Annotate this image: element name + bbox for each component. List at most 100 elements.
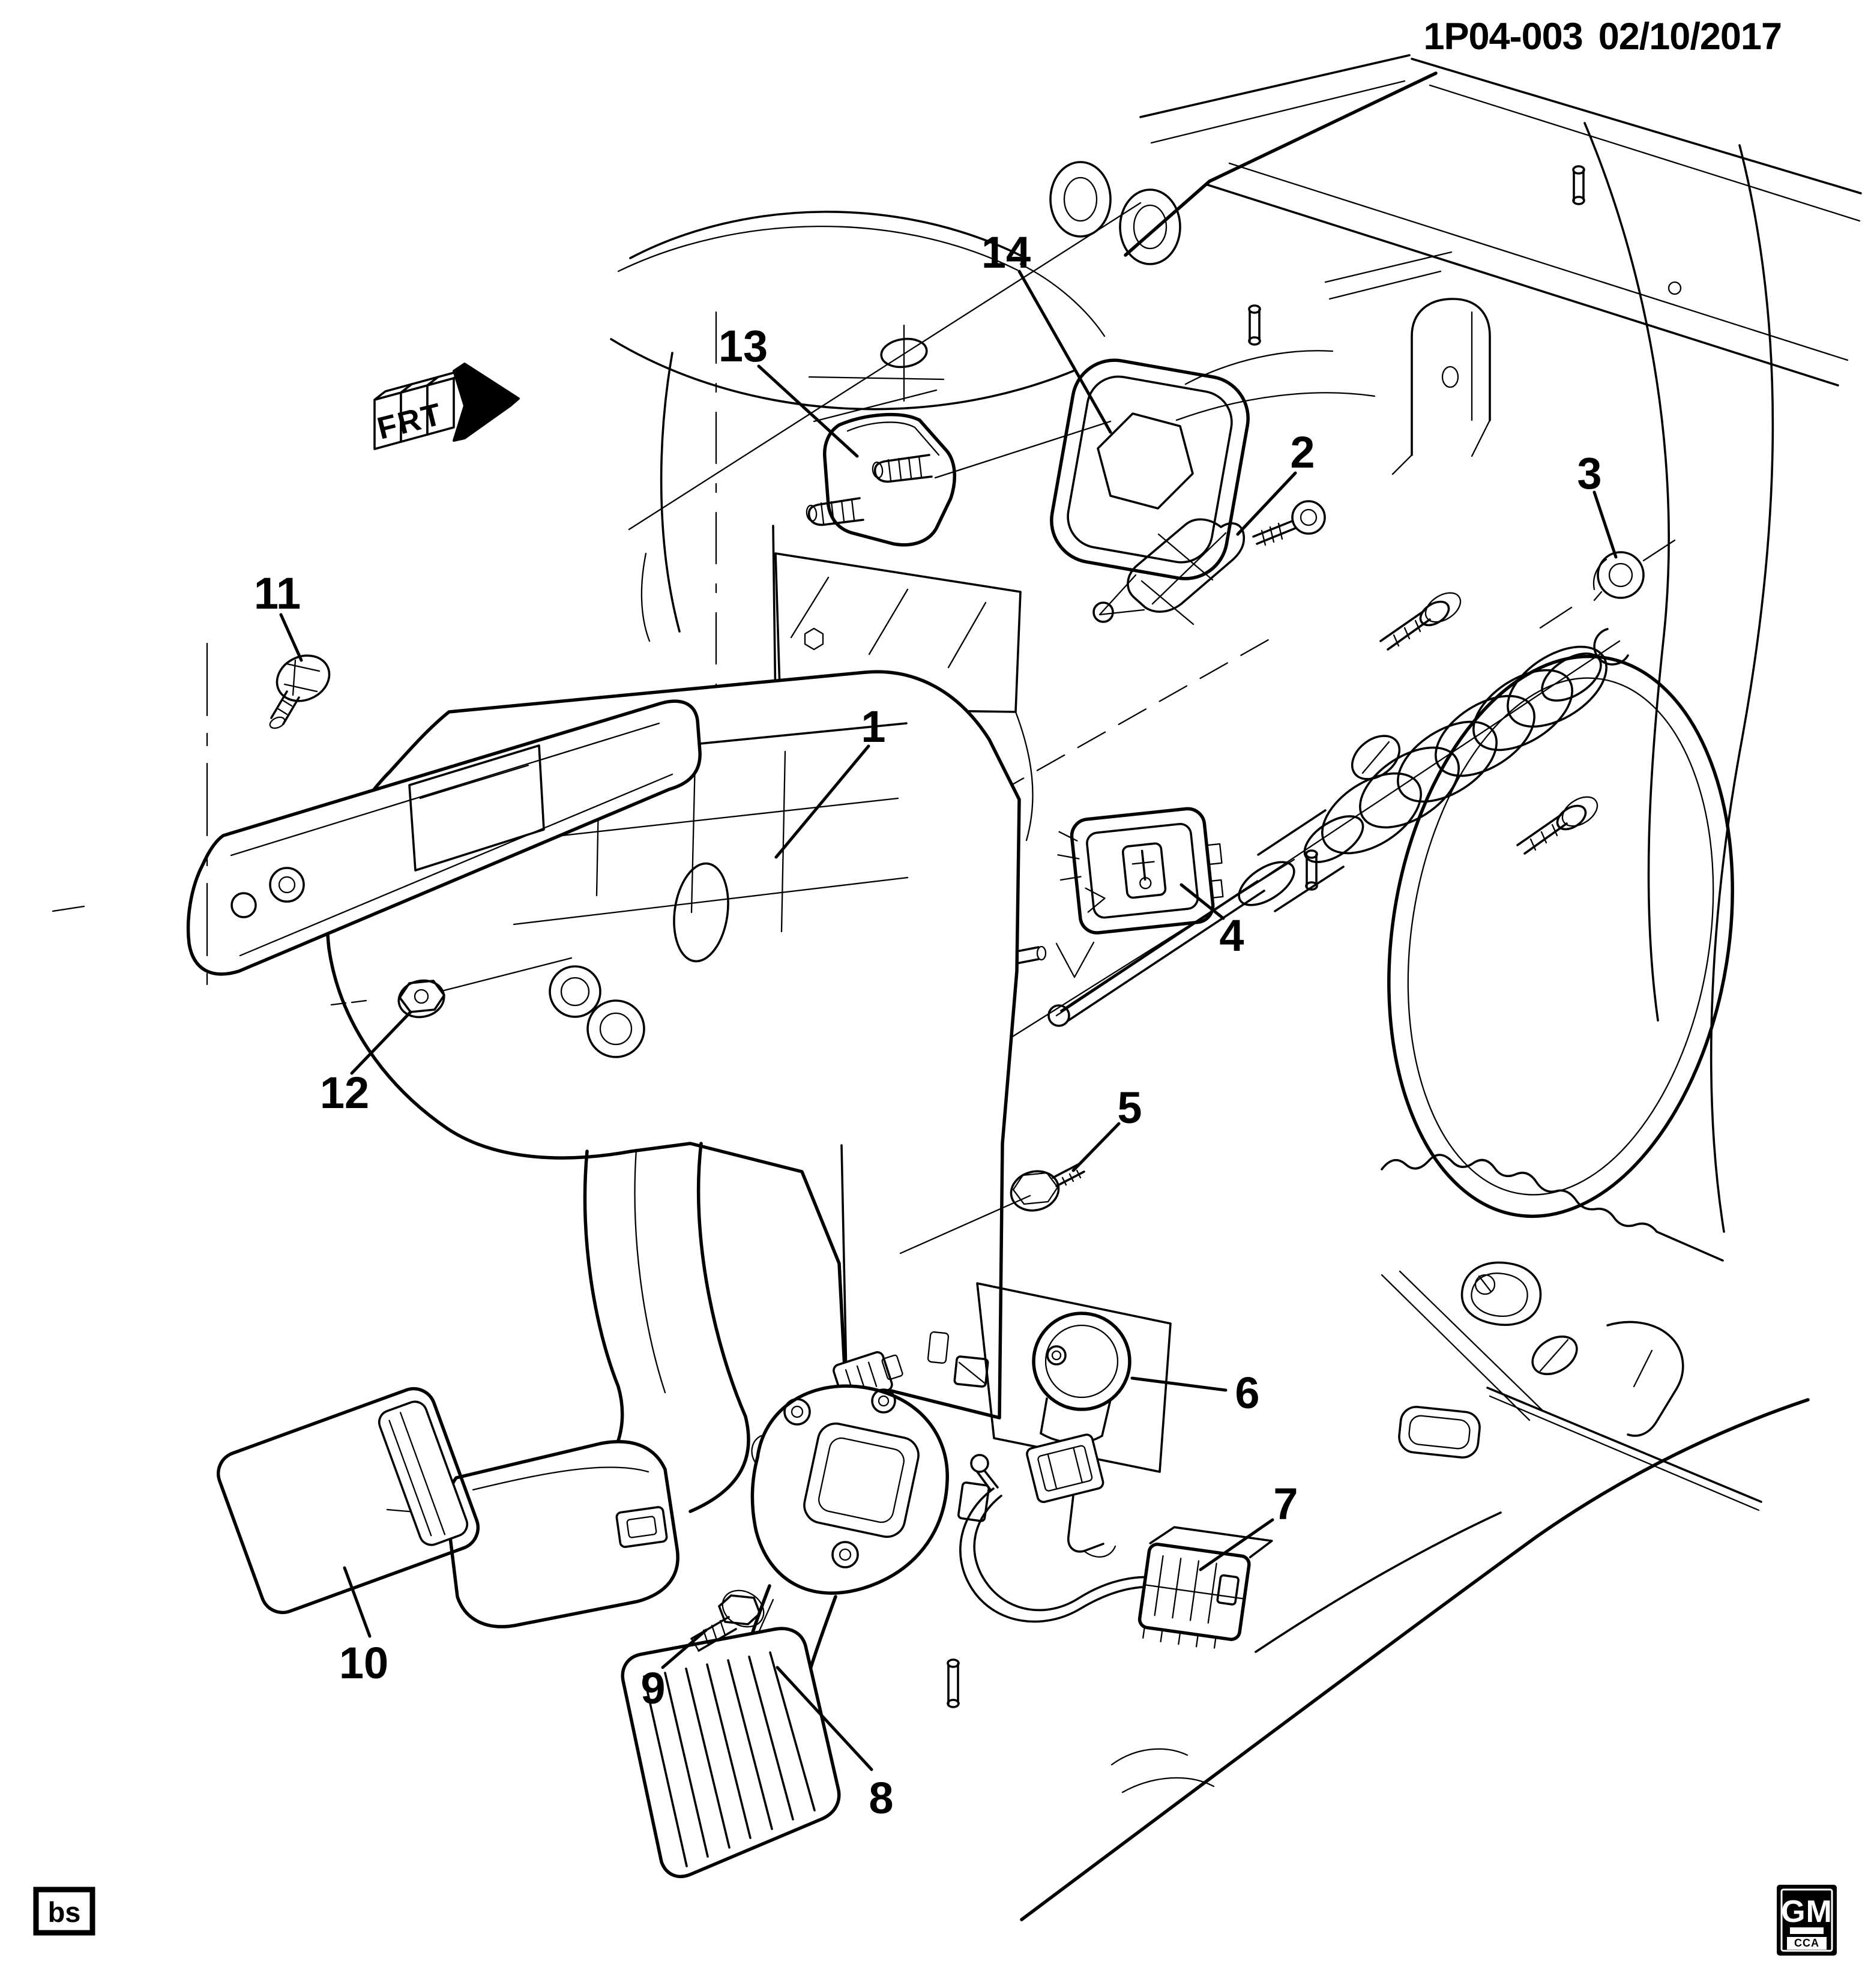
- callout-leader-9: [661, 1628, 708, 1669]
- part-12-nut: [330, 957, 573, 1019]
- part-2-retainer-and-bolt: [1092, 500, 1326, 625]
- corner-line-2: [1429, 84, 1861, 222]
- doc-date: 02/10/2017: [1598, 16, 1782, 58]
- recess-oval-hole: [880, 337, 928, 369]
- rod-ball-end: [1047, 1004, 1070, 1027]
- mount-stud-upper: [1379, 592, 1462, 651]
- pivot-boss: [549, 965, 601, 1018]
- cowl-ring-hole-b-inner: [1133, 204, 1168, 250]
- callout-leader-7: [1199, 1518, 1274, 1571]
- cowl-ring-hole: [1049, 161, 1112, 238]
- retainer-tip: [1092, 601, 1114, 623]
- dash-opening: [772, 525, 1034, 842]
- cca-text: CCA: [1794, 1937, 1819, 1949]
- callout-leader-8: [776, 1666, 873, 1771]
- floor-panel-lines: [1020, 1154, 1810, 1921]
- stud-upper: [872, 454, 933, 483]
- firewall-big-oval: [1387, 654, 1734, 1218]
- arm-cutout: [408, 744, 545, 872]
- cowl-bar-line: [1207, 184, 1839, 387]
- part-14-seal-grommet: [1050, 358, 1250, 580]
- right-panel-edge-outer: [1710, 144, 1774, 1233]
- part-9-bolt: [690, 1589, 765, 1652]
- cowl-upper-edge: [1124, 71, 1438, 257]
- callout-leader-4: [1180, 883, 1225, 920]
- axis-dash: [1539, 539, 1676, 629]
- callout-leader-10: [343, 1566, 372, 1638]
- callout-leader-12: [350, 1010, 412, 1075]
- gm-logo: GM CCA: [1777, 1885, 1837, 1956]
- weld-stud-4: [947, 1658, 960, 1708]
- part-10-pedal-pad: [216, 1387, 480, 1615]
- callout-number-2: 2: [1290, 427, 1315, 477]
- callout-number-12: 12: [320, 1068, 369, 1118]
- firewall-hole: [1593, 628, 1629, 666]
- ip-lower-curve: [1020, 1398, 1810, 1921]
- part-3-retainer-grommet: [1539, 539, 1676, 629]
- gm-logo-bar: [1790, 1927, 1824, 1934]
- callout-number-14: 14: [981, 227, 1031, 277]
- callout-number-1: 1: [861, 702, 885, 752]
- callout-number-6: 6: [1235, 1368, 1259, 1418]
- cowl-top-line: [1139, 54, 1411, 118]
- flange: [1606, 1321, 1684, 1437]
- author-initials: bs: [48, 1896, 81, 1928]
- callout-leader-14: [1017, 270, 1112, 434]
- cowl-ring-hole-b: [1119, 188, 1181, 265]
- callout-leader-1: [774, 744, 870, 859]
- hex-hole: [804, 627, 824, 651]
- pivot-boss-2: [586, 999, 645, 1058]
- header-text: 1P04-003 02/10/2017: [1423, 16, 1782, 58]
- mount-stud-lower: [1516, 796, 1598, 855]
- callout-number-8: 8: [869, 1773, 893, 1823]
- part-1-pedal-bracket: [52, 670, 1047, 1420]
- slotted-oval: [1351, 735, 1401, 780]
- part-4-position-sensor: [1008, 807, 1295, 1040]
- callout-number-13: 13: [719, 321, 768, 371]
- pushrod-and-spring: [1047, 592, 1629, 1027]
- mid-line: [1324, 251, 1453, 283]
- pad-ribs: [643, 1651, 816, 1867]
- hex-opening: [1097, 412, 1194, 510]
- callout-leader-2: [1236, 471, 1297, 536]
- cowl-l-bracket: [1391, 298, 1491, 475]
- doc-code: 1P04-003: [1423, 16, 1582, 58]
- callout-number-4: 4: [1219, 911, 1244, 960]
- torn-edge: [1381, 1154, 1724, 1262]
- side-stud: [1016, 946, 1040, 965]
- switch-mount-panel: [976, 1282, 1172, 1473]
- callout-leader-13: [757, 364, 859, 458]
- cca-box: [1787, 1937, 1827, 1950]
- slotted-hole: [1531, 1335, 1578, 1376]
- arm-hole-2: [269, 867, 305, 903]
- part-13-stud-plate: [806, 412, 956, 547]
- weld-stud: [1248, 304, 1261, 346]
- part-8-accelerator-pedal: [621, 1351, 949, 1878]
- weld-stud-3: [1305, 849, 1318, 891]
- accel-pad: [621, 1627, 841, 1878]
- stud-axis-line: [628, 202, 1142, 531]
- callout-number-3: 3: [1577, 448, 1601, 498]
- gm-logo-text: GM: [1781, 1894, 1833, 1929]
- assembly-dash-line: [995, 636, 1274, 795]
- part-11-bolt: [206, 642, 331, 986]
- cowl-ring-hole-inner: [1063, 176, 1098, 222]
- callout-leader-5: [1071, 1122, 1121, 1172]
- pedal-plate: [445, 1440, 679, 1628]
- arm-hole: [230, 892, 257, 918]
- harness-wire: [959, 1487, 1171, 1623]
- v-marks: [1055, 941, 1095, 978]
- side-opening: [673, 862, 729, 963]
- stud-axis-line-2: [934, 420, 1112, 479]
- callout-number-11: 11: [254, 568, 301, 618]
- cowl-inner-curve: [1184, 350, 1334, 385]
- stud-lower: [806, 497, 864, 526]
- part-7-harness-connector: [959, 1454, 1273, 1649]
- callout-leader-6: [1130, 1376, 1228, 1392]
- corner-line: [1411, 58, 1862, 194]
- cowl-drain-recess: [610, 211, 1106, 642]
- sensor-housing: [750, 1384, 949, 1595]
- mid-line-2: [1328, 270, 1442, 300]
